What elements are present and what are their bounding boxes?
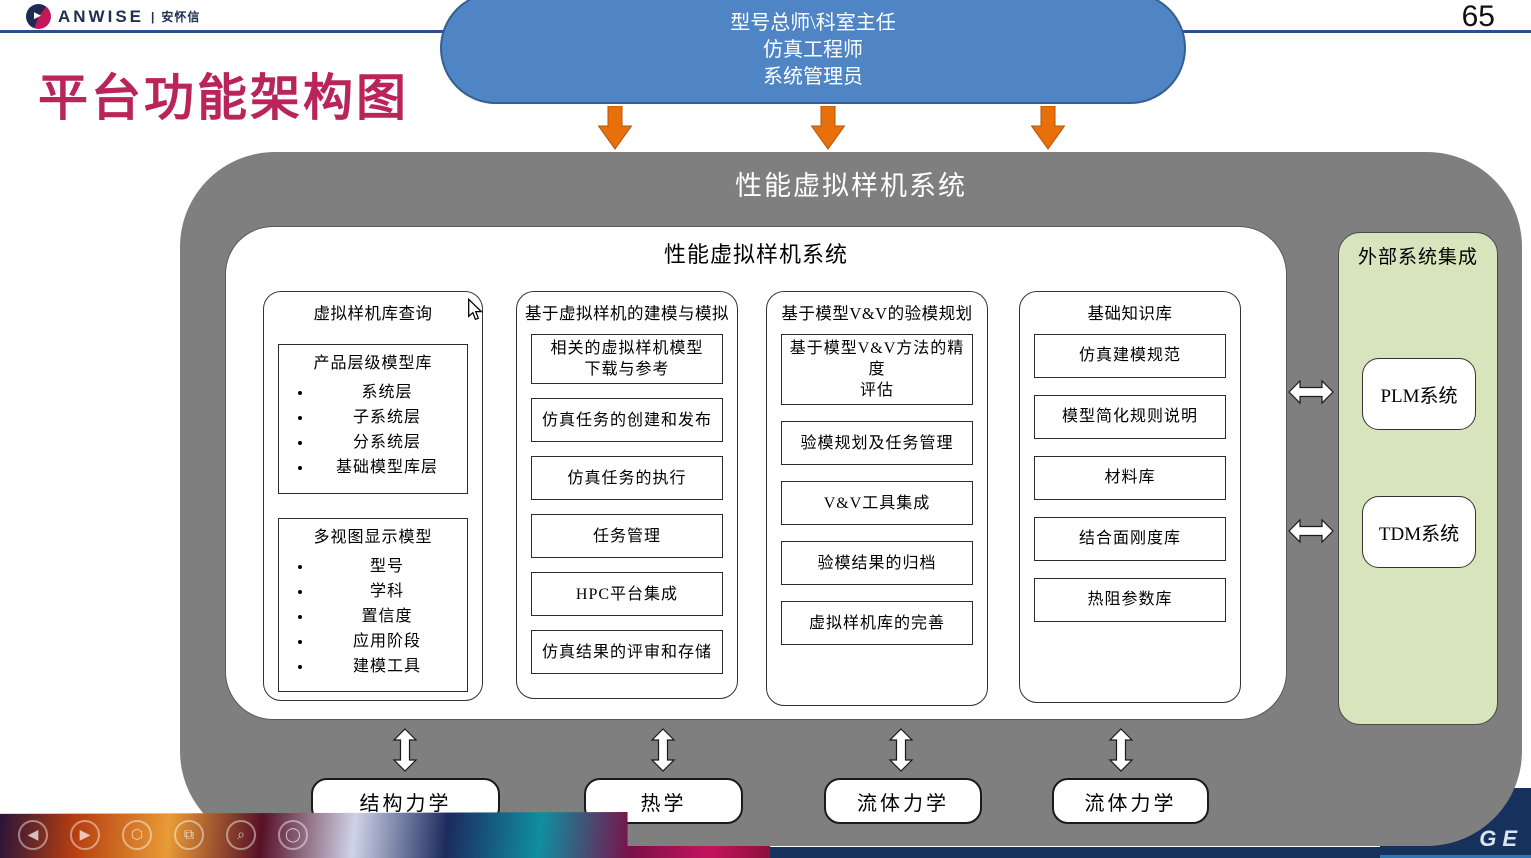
double-arrow-vertical-icon <box>888 728 914 772</box>
column-boxes: 基于模型V&V方法的精度 评估验模规划及任务管理 V&V工具集成验模结果的归档虚拟… <box>767 320 987 646</box>
bullet-item: 子系统层 <box>313 407 461 428</box>
feature-box: HPC平台集成 <box>531 572 723 617</box>
column-boxes: 相关的虚拟样机模型 下载与参考仿真任务的创建和发布仿真任务的执行任务管理 HPC平… <box>517 320 737 675</box>
feature-box: 仿真任务的创建和发布 <box>531 398 723 443</box>
feature-box: 材料库 <box>1034 456 1226 500</box>
double-arrow-vertical-icon <box>392 728 418 772</box>
roles-capsule: 型号总师\科室主任仿真工程师系统管理员 <box>440 0 1186 104</box>
function-column: 基于模型V&V的验模规划基于模型V&V方法的精度 评估验模规划及任务管理 V&V工… <box>766 291 988 706</box>
external-system-box: TDM系统 <box>1362 496 1476 568</box>
column-title: 基础知识库 <box>1087 304 1173 323</box>
circle-icon: ◯ <box>278 820 308 850</box>
feature-box: 模型简化规则说明 <box>1034 395 1226 439</box>
double-arrow-horizontal-icon <box>1288 518 1334 544</box>
roles-lines: 型号总师\科室主任仿真工程师系统管理员 <box>442 10 1184 91</box>
feature-bullets: 系统层子系统层分系统层基础模型库层 <box>285 378 461 482</box>
role-line: 仿真工程师 <box>763 38 863 61</box>
anwise-logo-icon <box>26 4 51 29</box>
double-arrow-horizontal-icon <box>1288 379 1334 405</box>
brand-name: ANWISE <box>58 6 144 26</box>
external-systems-panel: 外部系统集成 PLM系统 TDM系统 <box>1338 232 1498 725</box>
feature-box: 产品层级模型库系统层子系统层分系统层基础模型库层 <box>278 344 468 494</box>
solver-module: 流体力学 <box>1052 778 1209 824</box>
column-title: 基于模型V&V的验模规划 <box>781 304 973 323</box>
column-title: 基于虚拟样机的建模与模拟 <box>525 304 729 323</box>
feature-box: 验模规划及任务管理 <box>781 421 973 466</box>
down-arrow-icon <box>598 106 632 150</box>
page-number: 65 <box>1461 0 1495 33</box>
function-column: 虚拟样机库查询产品层级模型库系统层子系统层分系统层基础模型库层多视图显示模型型号… <box>263 291 483 701</box>
feature-bullets: 型号学科置信度应用阶段建模工具 <box>285 552 461 682</box>
bullet-item: 建模工具 <box>313 656 461 677</box>
magnifier-icon[interactable]: ⌕ <box>226 820 256 850</box>
bullet-item: 学科 <box>313 581 461 602</box>
feature-box: 任务管理 <box>531 514 723 559</box>
down-arrow-icon <box>811 106 845 150</box>
feature-box: 仿真结果的评审和存储 <box>531 630 723 675</box>
feature-box: 仿真建模规范 <box>1034 334 1226 378</box>
column-boxes: 产品层级模型库系统层子系统层分系统层基础模型库层多视图显示模型型号学科置信度应用… <box>264 320 482 693</box>
column-title: 虚拟样机库查询 <box>313 304 433 323</box>
column-boxes: 仿真建模规范模型简化规则说明材料库结合面刚度库热阻参数库 <box>1020 320 1240 622</box>
prev-icon[interactable]: ◀ <box>18 820 48 850</box>
slide-title: 平台功能架构图 <box>38 70 409 126</box>
feature-box: 仿真任务的执行 <box>531 456 723 501</box>
bullet-item: 基础模型库层 <box>313 457 461 478</box>
feature-box: 结合面刚度库 <box>1034 517 1226 561</box>
anwise-logo: ANWISE | 安怀信 <box>26 4 200 29</box>
role-line: 系统管理员 <box>763 65 863 88</box>
footer-navy-bar <box>560 847 1531 858</box>
brand-divider: | <box>151 9 155 24</box>
external-system-box: PLM系统 <box>1362 358 1476 430</box>
bullet-item: 型号 <box>313 556 461 577</box>
performance-vp-system-container: 性能虚拟样机系统 性能虚拟样机系统 虚拟样机库查询产品层级模型库系统层子系统层分… <box>180 152 1522 846</box>
outer-system-title: 性能虚拟样机系统 <box>735 171 967 201</box>
footer-accent-line <box>1380 855 1531 858</box>
hexagon-icon: ⬡ <box>122 820 152 850</box>
feature-box-title: 产品层级模型库 <box>313 355 433 372</box>
double-arrow-vertical-icon <box>1108 728 1134 772</box>
feature-box: 多视图显示模型型号学科置信度应用阶段建模工具 <box>278 517 468 693</box>
external-systems-title: 外部系统集成 <box>1357 247 1478 268</box>
frame-icon: ⧉ <box>174 820 204 850</box>
double-arrow-vertical-icon <box>650 728 676 772</box>
next-icon[interactable]: ▶ <box>70 820 100 850</box>
feature-box: 相关的虚拟样机模型 下载与参考 <box>531 334 723 385</box>
solver-module: 流体力学 <box>824 778 982 824</box>
function-column: 基础知识库仿真建模规范模型简化规则说明材料库结合面刚度库热阻参数库 <box>1019 291 1241 703</box>
feature-box-title: 多视图显示模型 <box>313 528 433 546</box>
mouse-cursor <box>468 298 483 321</box>
bullet-item: 应用阶段 <box>313 631 461 652</box>
feature-box: 热阻参数库 <box>1034 578 1226 622</box>
feature-box: 验模结果的归档 <box>781 541 973 586</box>
footer-partial-text: GE <box>1479 826 1523 851</box>
bullet-item: 系统层 <box>313 382 461 403</box>
performance-vp-system-panel: 性能虚拟样机系统 虚拟样机库查询产品层级模型库系统层子系统层分系统层基础模型库层… <box>225 226 1287 720</box>
inner-system-title: 性能虚拟样机系统 <box>663 242 848 267</box>
role-line: 型号总师\科室主任 <box>730 11 896 34</box>
down-arrow-icon <box>1031 106 1065 150</box>
bullet-item: 置信度 <box>313 606 461 627</box>
feature-box: 基于模型V&V方法的精度 评估 <box>781 334 973 406</box>
feature-box: V&V工具集成 <box>781 481 973 526</box>
bullet-item: 分系统层 <box>313 432 461 453</box>
function-column: 基于虚拟样机的建模与模拟相关的虚拟样机模型 下载与参考仿真任务的创建和发布仿真任… <box>516 291 738 699</box>
feature-box: 虚拟样机库的完善 <box>781 601 973 646</box>
brand-name-cn: 安怀信 <box>161 10 201 24</box>
